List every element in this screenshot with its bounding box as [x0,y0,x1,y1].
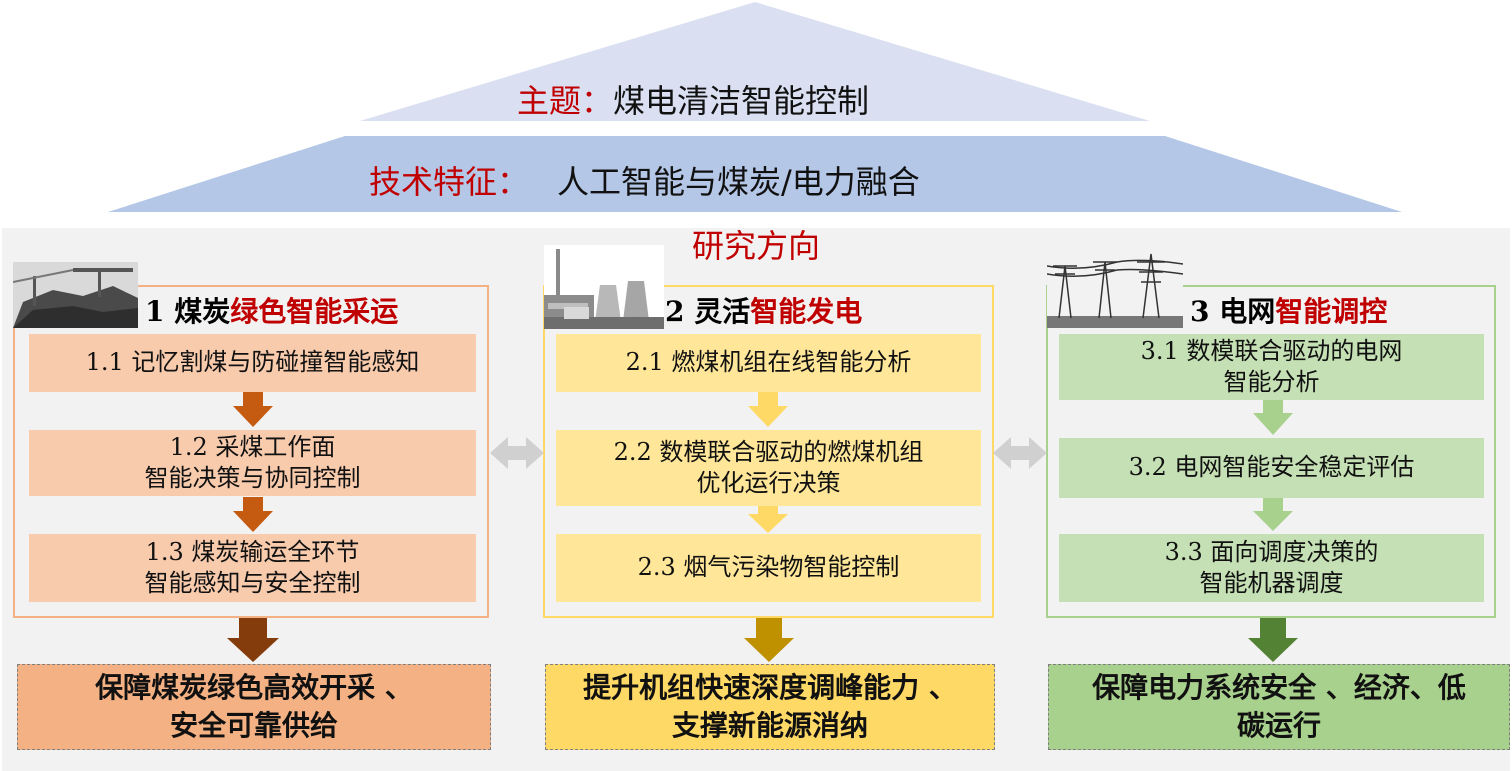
power-outcome-line2: 支撑新能源消纳 [671,709,868,742]
power-item-2-2: 2.2 数模联合驱动的燃煤机组 优化运行决策 [556,430,981,506]
power-item-2-2-num: 2.2 [613,437,652,466]
power-outcome-line1: 提升机组快速深度调峰能力 、 [583,671,957,705]
grid-item-3-2-text: 电网智能安全稳定评估 [1174,453,1415,482]
coal-item-1-2-text2: 智能决策与协同控制 [144,464,361,492]
power-outcome-arrow-icon [744,618,794,662]
column-coal-title-highlight: 绿色智能采运 [230,295,399,328]
column-grid-number: 3 [1190,295,1210,328]
power-item-2-2-text2: 优化运行决策 [696,469,841,497]
column-grid-title-highlight: 智能调控 [1275,295,1388,328]
column-power-title: 2 灵活智能发电 [665,298,862,326]
coal-outcome-line2: 安全可靠供给 [169,709,338,742]
grid-item-3-2: 3.2 电网智能安全稳定评估 [1059,438,1484,498]
coal-item-1-1-line: 1.1 记忆割煤与防碰撞智能感知 [86,347,420,378]
column-coal-number: 1 [145,295,165,328]
feature-label: 技术特征： [369,163,530,201]
connector-right-double-arrow-icon [993,437,1047,469]
roof-bottom-trapezoid [108,136,1402,212]
coal-outcome-arrow-icon [227,618,279,662]
grid-item-3-3-num: 3.3 [1164,537,1203,566]
coal-arrow-1-icon [233,392,273,427]
power-item-2-1-line: 2.1 燃煤机组在线智能分析 [626,347,912,378]
grid-item-3-1-text1: 数模联合驱动的电网 [1186,336,1403,365]
feature-text: 人工智能与煤炭/电力融合 [557,163,920,201]
transmission-tower-photo-icon [1047,252,1183,328]
coal-item-1-2-num: 1.2 [169,432,208,461]
power-item-2-1-text: 燃煤机组在线智能分析 [671,348,912,377]
column-coal-title: 1 煤炭绿色智能采运 [145,298,398,326]
coal-item-1-2-text1: 采煤工作面 [215,432,336,461]
power-arrow-2-icon [748,506,788,533]
connector-left-double-arrow-icon [490,437,544,469]
column-power-number: 2 [665,295,685,328]
grid-outcome-line1: 保障电力系统安全 、经济、低 [1092,671,1466,705]
grid-arrow-1-icon [1253,400,1293,435]
grid-outcome-line2: 碳运行 [1236,709,1321,742]
power-item-2-3: 2.3 烟气污染物智能控制 [556,534,981,602]
column-power-title-plain: 灵活 [694,295,751,328]
coal-outcome: 保障煤炭绿色高效开采 、 安全可靠供给 [17,664,491,750]
coal-item-1-1-text: 记忆割煤与防碰撞智能感知 [131,348,420,377]
theme-line: 主题：煤电清洁智能控制 [517,85,869,117]
power-outcome: 提升机组快速深度调峰能力 、 支撑新能源消纳 [545,664,995,750]
feature-line: 技术特征： 人工智能与煤炭/电力融合 [369,166,920,198]
power-item-2-3-line: 2.3 烟气污染物智能控制 [638,552,900,583]
grid-outcome: 保障电力系统安全 、经济、低 碳运行 [1048,664,1510,750]
coal-item-1-1: 1.1 记忆割煤与防碰撞智能感知 [29,334,476,392]
roof-graphic [108,2,1402,212]
grid-item-3-3: 3.3 面向调度决策的 智能机器调度 [1059,534,1484,602]
roof-top-triangle [360,2,1150,121]
coal-yard-photo-icon [13,262,138,328]
power-item-2-3-num: 2.3 [637,553,676,582]
column-coal-border [13,285,489,618]
column-grid-title: 3 电网智能调控 [1190,298,1387,326]
coal-outcome-line1: 保障煤炭绿色高效开采 、 [95,671,413,705]
coal-item-1-3-text2: 智能感知与安全控制 [144,569,361,597]
column-grid-title-plain: 电网 [1219,295,1276,328]
theme-label: 主题： [517,82,614,120]
coal-item-1-3-line1: 1.3 煤炭输运全环节 [146,537,360,568]
grid-item-3-1-num: 3.1 [1140,336,1179,365]
column-power-title-highlight: 智能发电 [750,295,863,328]
coal-item-1-3-text1: 煤炭输运全环节 [191,537,360,566]
power-item-2-1-num: 2.1 [625,348,664,377]
power-item-2-1: 2.1 燃煤机组在线智能分析 [556,334,981,392]
grid-item-3-1: 3.1 数模联合驱动的电网 智能分析 [1059,334,1484,400]
grid-item-3-2-line: 3.2 电网智能安全稳定评估 [1129,452,1415,483]
coal-item-1-3: 1.3 煤炭输运全环节 智能感知与安全控制 [29,534,476,602]
power-item-2-2-text1: 数模联合驱动的燃煤机组 [659,437,924,466]
grid-arrow-2-icon [1253,498,1293,531]
grid-item-3-3-text2: 智能机器调度 [1199,569,1344,597]
grid-item-3-1-text2: 智能分析 [1223,368,1320,396]
power-plant-photo-icon [544,245,664,329]
grid-item-3-3-line1: 3.3 面向调度决策的 [1165,537,1379,568]
grid-item-3-3-text1: 面向调度决策的 [1210,537,1379,566]
power-arrow-1-icon [748,392,788,427]
power-item-2-3-text: 烟气污染物智能控制 [683,553,900,582]
coal-item-1-1-num: 1.1 [85,348,124,377]
coal-item-1-2-line1: 1.2 采煤工作面 [170,432,336,463]
coal-arrow-2-icon [233,497,273,532]
grid-outcome-arrow-icon [1248,618,1298,662]
coal-item-1-3-num: 1.3 [145,537,184,566]
coal-item-1-2: 1.2 采煤工作面 智能决策与协同控制 [29,430,476,496]
column-coal-title-plain: 煤炭 [174,295,231,328]
column-grid-border [1046,285,1496,618]
grid-item-3-2-num: 3.2 [1128,453,1167,482]
research-title: 研究方向 [691,227,820,265]
column-power-border [543,285,994,618]
theme-text: 煤电清洁智能控制 [613,82,870,120]
grid-item-3-1-line1: 3.1 数模联合驱动的电网 [1141,336,1403,367]
power-item-2-2-line1: 2.2 数模联合驱动的燃煤机组 [614,437,924,468]
